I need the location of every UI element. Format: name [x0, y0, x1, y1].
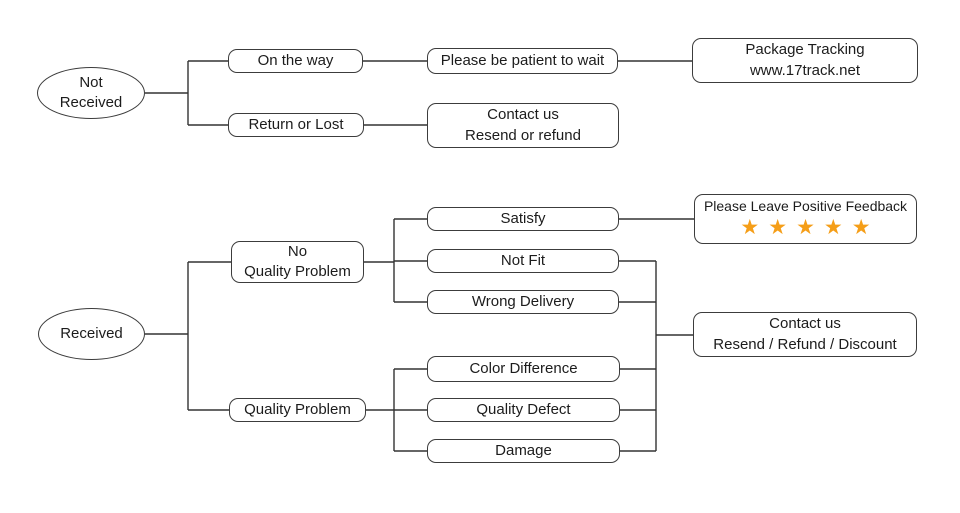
node-contact-resend-refund: Contact us Resend or refund	[427, 103, 619, 148]
node-wrong-delivery: Wrong Delivery	[427, 290, 619, 314]
node-not-fit: Not Fit	[427, 249, 619, 273]
node-quality-problem: Quality Problem	[229, 398, 366, 422]
feedback-label: Please Leave Positive Feedback	[703, 198, 908, 214]
node-no-quality-problem: No Quality Problem	[231, 241, 364, 283]
node-damage: Damage	[427, 439, 620, 463]
node-contact-resend-refund-discount: Contact us Resend / Refund / Discount	[693, 312, 917, 357]
star-rating-icons: ★★★★★	[740, 214, 880, 239]
node-on-the-way: On the way	[228, 49, 363, 73]
node-positive-feedback: Please Leave Positive Feedback ★★★★★	[694, 194, 917, 244]
node-please-be-patient: Please be patient to wait	[427, 48, 618, 74]
node-satisfy: Satisfy	[427, 207, 619, 231]
node-return-or-lost: Return or Lost	[228, 113, 364, 137]
node-package-tracking: Package Tracking www.17track.net	[692, 38, 918, 83]
node-quality-defect: Quality Defect	[427, 398, 620, 422]
node-received: Received	[38, 308, 145, 360]
node-not-received: Not Received	[37, 67, 145, 119]
node-color-difference: Color Difference	[427, 356, 620, 382]
